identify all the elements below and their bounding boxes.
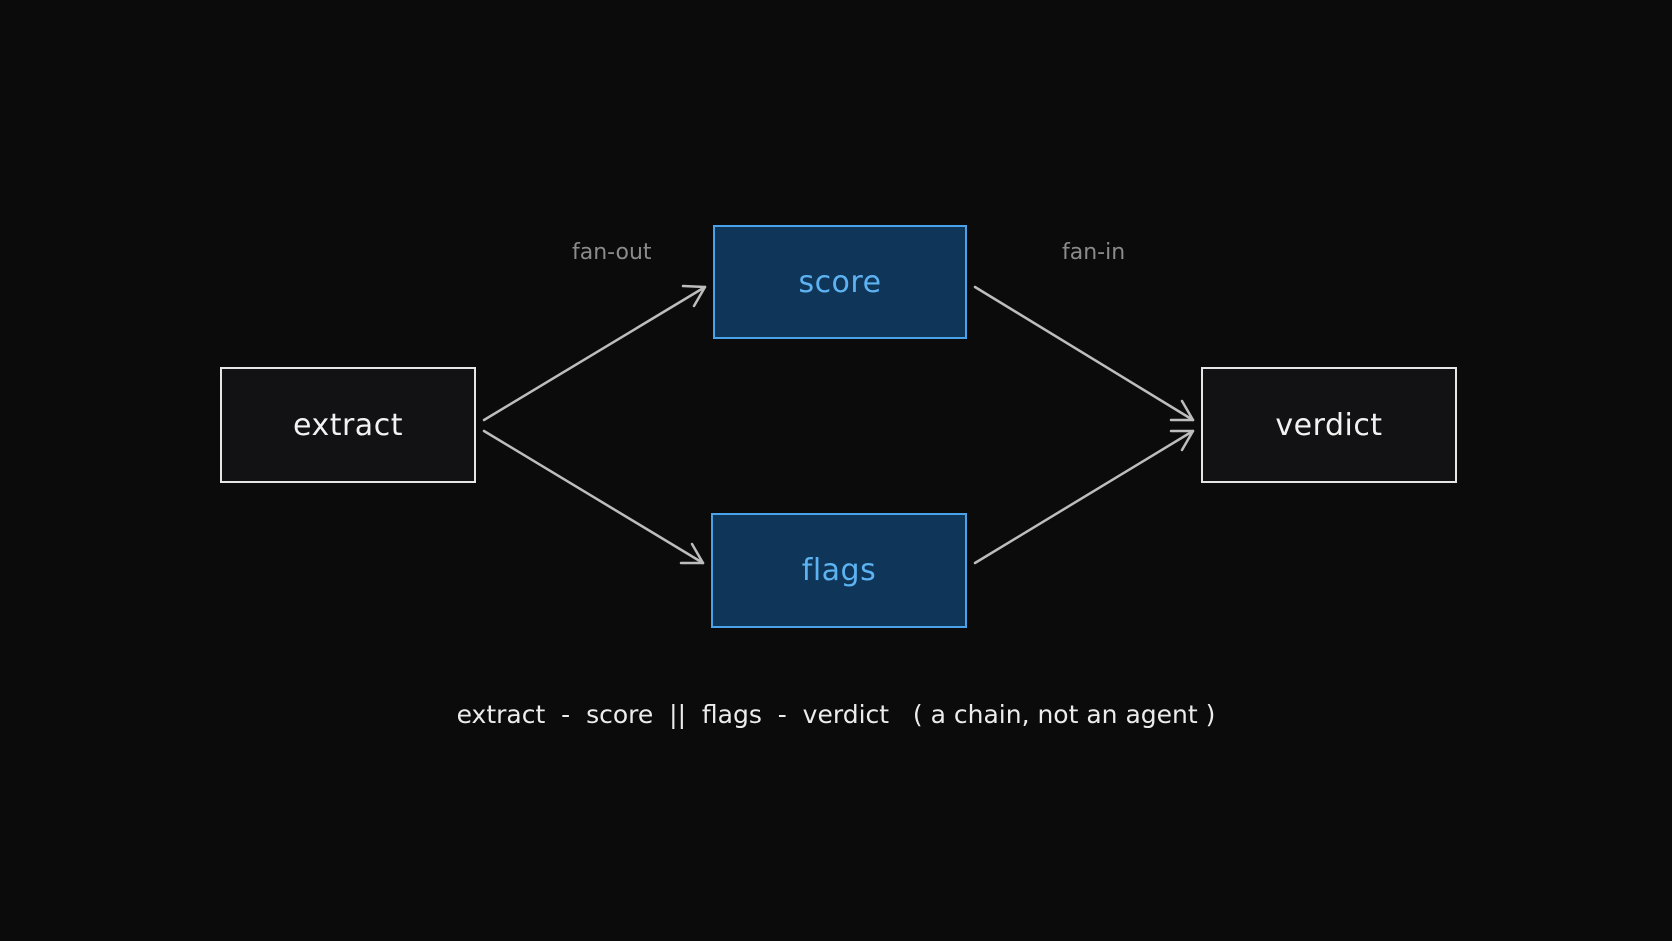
arrow-flags-to-verdict (973, 429, 1195, 565)
node-flags-label: flags (801, 553, 877, 588)
arrow-extract-to-score (482, 284, 707, 422)
fan-out-label: fan-out (572, 240, 652, 265)
fan-in-label: fan-in (1062, 240, 1126, 265)
pipeline-caption: extract - score || flags - verdict ( a c… (456, 700, 1216, 729)
node-score: score (713, 225, 967, 339)
node-flags: flags (711, 513, 967, 628)
node-verdict-label: verdict (1275, 407, 1383, 443)
arrow-score-to-verdict (973, 285, 1195, 422)
node-extract: extract (220, 367, 476, 483)
arrow-extract-to-flags (482, 429, 705, 565)
node-extract-label: extract (293, 407, 403, 443)
node-verdict: verdict (1201, 367, 1457, 483)
node-score-label: score (798, 264, 882, 300)
